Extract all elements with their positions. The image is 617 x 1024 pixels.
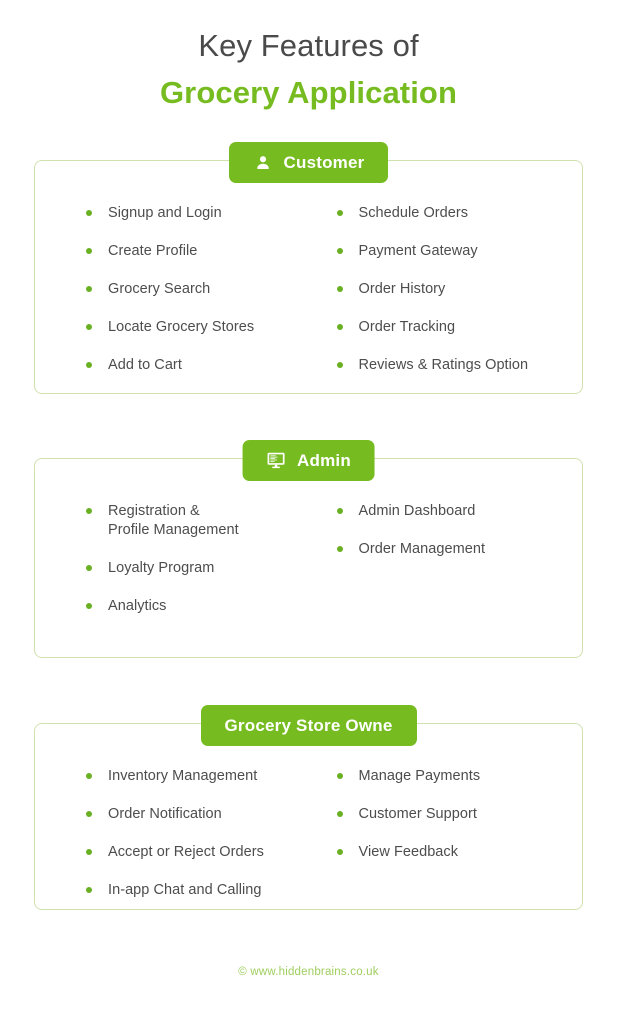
bullet-dot-icon	[86, 248, 92, 254]
section-admin-right-column: Admin Dashboard Order Management	[309, 502, 584, 658]
section-admin-badge[interactable]: Admin	[242, 440, 375, 481]
feature-list: Schedule Orders Payment Gateway Order Hi…	[336, 204, 584, 375]
feature-list: Inventory Management Order Notification …	[86, 767, 309, 900]
bullet-dot-icon	[86, 811, 92, 817]
list-item-label: Customer Support	[358, 806, 477, 822]
section-grocery-store-owner: Grocery Store Owne Inventory Management …	[34, 705, 583, 910]
list-item: Schedule Orders	[336, 204, 584, 223]
feature-list: Manage Payments Customer Support View Fe…	[336, 767, 584, 862]
list-item: Locate Grocery Stores	[86, 318, 309, 337]
bullet-dot-icon	[336, 324, 343, 330]
monitor-icon	[266, 451, 286, 471]
list-item-label: Create Profile	[108, 243, 198, 259]
footer-credit: © www.hiddenbrains.co.uk	[238, 966, 379, 978]
section-admin-columns: Registration & Profile Management Loyalt…	[34, 458, 583, 658]
bullet-dot-icon	[336, 773, 343, 779]
list-item: Add to Cart	[86, 356, 309, 375]
list-item: Order History	[336, 280, 584, 299]
section-customer-columns: Signup and Login Create Profile Grocery …	[34, 160, 583, 394]
list-item: Order Notification	[86, 805, 309, 824]
section-admin-card	[34, 458, 583, 658]
feature-list: Signup and Login Create Profile Grocery …	[86, 204, 309, 375]
bullet-dot-icon	[336, 849, 343, 855]
section-customer: Customer Signup and Login Create Profile…	[34, 142, 583, 394]
bullet-dot-icon	[336, 210, 343, 216]
bullet-dot-icon	[86, 508, 92, 514]
footer: © www.hiddenbrains.co.uk	[0, 962, 617, 980]
list-item-label: Signup and Login	[108, 205, 222, 221]
section-admin: Admin Registration & Profile Management …	[34, 440, 583, 658]
list-item-label: Reviews & Ratings Option	[358, 357, 529, 373]
bullet-dot-icon	[86, 773, 92, 779]
bullet-dot-icon	[86, 210, 92, 216]
bullet-dot-icon	[336, 508, 343, 514]
list-item: View Feedback	[336, 843, 584, 862]
person-icon	[253, 153, 273, 173]
list-item: Customer Support	[336, 805, 584, 824]
list-item-label: Grocery Search	[108, 281, 211, 297]
list-item-label: Order Notification	[108, 806, 222, 822]
list-item: Loyalty Program	[86, 559, 309, 578]
list-item-label: Loyalty Program	[108, 560, 215, 576]
list-item: Grocery Search	[86, 280, 309, 299]
list-item: Signup and Login	[86, 204, 309, 223]
list-item: In-app Chat and Calling	[86, 881, 309, 900]
bullet-dot-icon	[86, 565, 92, 571]
list-item: Manage Payments	[336, 767, 584, 786]
section-grocery-store-owner-columns: Inventory Management Order Notification …	[34, 723, 583, 910]
list-item: Reviews & Ratings Option	[336, 356, 584, 375]
bullet-dot-icon	[336, 811, 343, 817]
list-item-label: Add to Cart	[108, 357, 182, 373]
section-grocery-store-owner-left-column: Inventory Management Order Notification …	[34, 767, 309, 910]
page-title: Key Features of Grocery Application	[0, 0, 617, 113]
bullet-dot-icon	[86, 286, 92, 292]
list-item-label: Payment Gateway	[358, 243, 478, 259]
bullet-dot-icon	[86, 887, 92, 893]
list-item: Registration & Profile Management	[86, 502, 309, 540]
list-item: Payment Gateway	[336, 242, 584, 261]
title-line-secondary: Grocery Application	[159, 75, 458, 110]
list-item: Accept or Reject Orders	[86, 843, 309, 862]
list-item-label: Registration & Profile Management	[108, 503, 239, 538]
bullet-dot-icon	[336, 248, 343, 254]
feature-list: Admin Dashboard Order Management	[336, 502, 584, 559]
bullet-dot-icon	[86, 603, 92, 609]
list-item-label: Order Tracking	[358, 319, 456, 335]
title-line-primary: Key Features of	[198, 28, 419, 63]
list-item-label: View Feedback	[358, 844, 459, 860]
bullet-dot-icon	[86, 324, 92, 330]
bullet-dot-icon	[86, 849, 92, 855]
section-grocery-store-owner-badge[interactable]: Grocery Store Owne	[200, 705, 417, 746]
list-item: Create Profile	[86, 242, 309, 261]
list-item-label: Order History	[358, 281, 446, 297]
list-item-label: Admin Dashboard	[358, 503, 476, 519]
list-item-label: Accept or Reject Orders	[108, 844, 264, 860]
list-item: Admin Dashboard	[336, 502, 584, 521]
section-customer-left-column: Signup and Login Create Profile Grocery …	[34, 204, 309, 394]
list-item: Inventory Management	[86, 767, 309, 786]
bullet-dot-icon	[86, 362, 92, 368]
section-customer-badge[interactable]: Customer	[228, 142, 389, 183]
list-item-label: Schedule Orders	[358, 205, 469, 221]
section-customer-card	[34, 160, 583, 394]
list-item: Analytics	[86, 597, 309, 616]
feature-list: Registration & Profile Management Loyalt…	[86, 502, 309, 616]
list-item-label: Analytics	[108, 598, 167, 614]
bullet-dot-icon	[336, 546, 343, 552]
list-item: Order Tracking	[336, 318, 584, 337]
section-grocery-store-owner-badge-label: Grocery Store Owne	[224, 715, 393, 735]
section-customer-badge-label: Customer	[283, 152, 365, 172]
section-customer-right-column: Schedule Orders Payment Gateway Order Hi…	[309, 204, 584, 394]
section-grocery-store-owner-right-column: Manage Payments Customer Support View Fe…	[309, 767, 584, 910]
list-item-label: Inventory Management	[108, 768, 258, 784]
list-item: Order Management	[336, 540, 584, 559]
section-admin-badge-label: Admin	[297, 450, 351, 470]
section-admin-left-column: Registration & Profile Management Loyalt…	[34, 502, 309, 658]
list-item-label: Order Management	[358, 541, 486, 557]
list-item-label: In-app Chat and Calling	[108, 882, 262, 898]
bullet-dot-icon	[336, 286, 343, 292]
list-item-label: Locate Grocery Stores	[108, 319, 255, 335]
bullet-dot-icon	[336, 362, 343, 368]
list-item-label: Manage Payments	[358, 768, 481, 784]
